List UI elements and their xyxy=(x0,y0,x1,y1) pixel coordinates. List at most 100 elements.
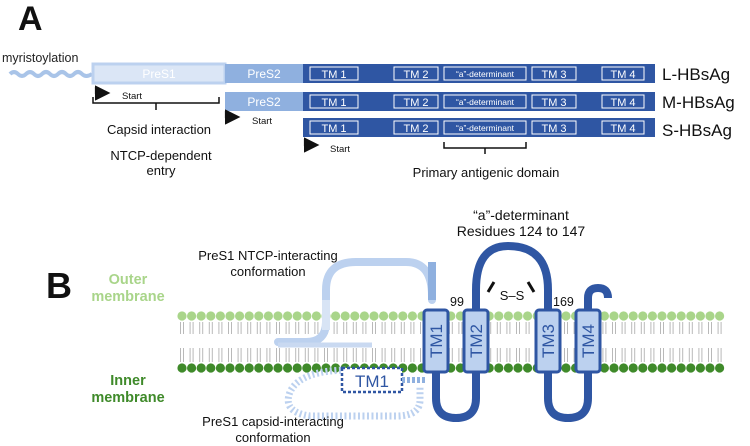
outer-lipid-head xyxy=(215,311,225,321)
lipid-tail xyxy=(266,322,271,362)
inner-lipid-head xyxy=(561,363,571,373)
s-start-label: Start xyxy=(330,144,350,155)
outer-lipid-head xyxy=(331,311,341,321)
outer-lipid-head xyxy=(254,311,264,321)
outer-lipid-head xyxy=(715,311,725,321)
tm1-alt-label: TM1 xyxy=(355,372,389,391)
inner-lipid-head xyxy=(715,363,725,373)
outer-membrane-label-2: membrane xyxy=(91,289,164,305)
l-start: Start xyxy=(94,85,142,102)
lipid-tail xyxy=(458,322,463,362)
inner-lipid-head xyxy=(302,363,312,373)
tm1-helix xyxy=(422,308,450,374)
lipid-tail xyxy=(295,322,300,362)
outer-lipid-head xyxy=(705,311,715,321)
inner-lipid-head xyxy=(619,363,629,373)
outer-lipid-head xyxy=(273,311,283,321)
m-adet-label: “a”-determinant xyxy=(456,97,515,107)
lipid-tail xyxy=(516,322,520,362)
lipid-tail xyxy=(189,322,194,362)
inner-lipid-head xyxy=(244,363,254,373)
tm-helices: TM1 TM2 TM3 TM4 xyxy=(422,308,602,374)
lipid-tail xyxy=(362,322,367,362)
inner-lipid-head xyxy=(196,363,206,373)
l-start-arrow-icon xyxy=(94,85,111,101)
outer-lipid-head xyxy=(695,311,706,321)
m-start: Start xyxy=(224,109,272,127)
outer-lipid-head xyxy=(369,311,379,321)
lipid-tail xyxy=(679,322,684,362)
lipid-tail xyxy=(180,322,184,362)
l-tm2-box xyxy=(393,66,439,81)
outer-lipid-head xyxy=(638,311,648,321)
capsid-interaction-label: Capsid interaction xyxy=(107,122,211,137)
ntcp-conformation-line2: conformation xyxy=(230,264,305,279)
cysteine-ticks xyxy=(486,281,536,293)
inner-lipid-head xyxy=(523,363,533,373)
l-tm4-box xyxy=(601,66,645,81)
pres1-capsid-strand xyxy=(284,366,424,420)
lipid-bilayer xyxy=(177,311,725,373)
outer-lipid-head xyxy=(686,311,696,321)
m-adet-box xyxy=(443,94,527,109)
lipid-tail xyxy=(688,322,693,362)
inner-lipid-head xyxy=(235,363,245,373)
pres1-ntcp-strand xyxy=(274,258,436,346)
primary-antigenic-label: Primary antigenic domain xyxy=(413,165,560,180)
a-determinant-loop xyxy=(472,241,552,310)
inner-lipid-head xyxy=(609,363,619,373)
m-tm-boxes: TM 1 TM 2 “a”-determinant TM 3 TM 4 xyxy=(309,94,645,109)
s-tm3-box xyxy=(531,120,577,135)
lipid-tail xyxy=(237,322,242,362)
inner-lipid-head xyxy=(695,363,706,373)
outer-lipid-head xyxy=(599,311,610,321)
inner-lipid-head xyxy=(206,363,216,373)
lipid-tail xyxy=(631,322,636,362)
l-tm2-label: TM 2 xyxy=(403,69,428,81)
panel-b-label: B xyxy=(46,265,72,306)
inner-lipid-head xyxy=(599,363,610,373)
tm1-tm2-inner-loop xyxy=(432,370,480,423)
tm1-helix-label: TM1 xyxy=(427,324,446,358)
a-determinant-residues: Residues 124 to 147 xyxy=(457,223,586,239)
lipid-tail xyxy=(525,322,530,362)
lipid-tail xyxy=(333,322,338,362)
disulfide-label: S–S xyxy=(500,288,525,303)
inner-lipid-head xyxy=(263,363,273,373)
inner-lipid-head xyxy=(283,363,293,373)
outer-lipid-head xyxy=(398,311,408,321)
tm2-helix xyxy=(462,308,490,374)
lipid-tail xyxy=(650,322,655,362)
inner-lipid-head xyxy=(686,363,696,373)
outer-lipid-head xyxy=(302,311,312,321)
l-pres1-label: PreS1 xyxy=(142,67,176,81)
s-adet-label: “a”-determinant xyxy=(456,123,515,133)
s-adet-box xyxy=(443,120,527,135)
outer-lipid-head xyxy=(263,311,273,321)
ntcp-entry-line2: entry xyxy=(147,163,176,178)
inner-membrane-label-2: membrane xyxy=(91,390,164,406)
lipid-tail xyxy=(496,322,501,362)
myristoylation-label: myristoylation xyxy=(2,51,78,65)
outer-lipid-head xyxy=(225,311,235,321)
l-tm3-label: TM 3 xyxy=(541,69,566,81)
outer-lipid-head xyxy=(657,311,667,321)
lipid-tail xyxy=(660,322,664,362)
a-determinant-title: “a”-determinant xyxy=(473,207,569,223)
lipid-tail xyxy=(564,322,568,362)
lipid-tail xyxy=(381,322,386,362)
outer-lipid-head xyxy=(609,311,619,321)
lipid-tail xyxy=(285,322,290,362)
outer-lipid-head xyxy=(359,311,369,321)
l-tm1-label: TM 1 xyxy=(321,69,346,81)
tm3-helix xyxy=(534,308,562,374)
outer-lipid-head xyxy=(647,311,658,321)
m-tm3-label: TM 3 xyxy=(541,97,566,109)
s-tm4-box xyxy=(601,120,645,135)
l-start-label: Start xyxy=(122,91,142,102)
tm3-helix-label: TM3 xyxy=(539,324,558,358)
m-tm1-box xyxy=(309,94,359,109)
tm2-helix-label: TM2 xyxy=(467,324,486,358)
m-tm4-label: TM 4 xyxy=(610,97,635,109)
s-s-domain xyxy=(303,118,655,137)
